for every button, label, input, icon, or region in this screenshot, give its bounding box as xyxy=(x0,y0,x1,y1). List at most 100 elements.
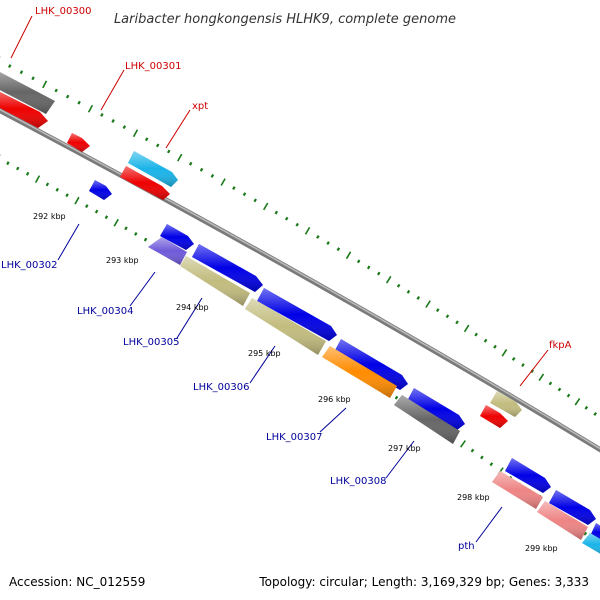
major-tick xyxy=(574,397,581,406)
gene-shading xyxy=(160,224,194,250)
minor-tick xyxy=(55,187,59,192)
gene-label-fkpa[interactable]: fkpA xyxy=(549,340,572,351)
major-tick xyxy=(463,324,470,333)
minor-tick xyxy=(284,216,289,221)
gene-shading xyxy=(245,298,326,355)
major-tick xyxy=(385,275,392,284)
gene-label-lhk-00300[interactable]: LHK_00300 xyxy=(35,6,91,17)
minor-tick xyxy=(210,173,215,178)
gene-shading xyxy=(537,501,588,540)
gene-label-lhk-00304[interactable]: LHK_00304 xyxy=(77,306,133,317)
gene-shading xyxy=(492,471,543,509)
minor-tick xyxy=(480,455,484,460)
minor-tick xyxy=(455,320,459,325)
minor-tick xyxy=(583,531,588,536)
minor-tick xyxy=(134,232,138,236)
minor-tick xyxy=(474,332,478,337)
minor-tick xyxy=(396,283,401,288)
position-label: 292 kbp xyxy=(33,212,66,221)
accession-text: Accession: NC_012559 xyxy=(9,575,145,589)
minor-tick xyxy=(376,271,381,276)
major-tick xyxy=(220,178,226,186)
minor-tick xyxy=(65,193,69,198)
minor-tick xyxy=(394,395,399,400)
major-tick xyxy=(87,104,94,113)
gene-shading xyxy=(67,133,90,152)
position-label: 298 kbp xyxy=(457,493,490,502)
minor-tick xyxy=(584,405,589,410)
major-tick xyxy=(425,300,431,308)
major-tick xyxy=(74,196,80,205)
minor-tick xyxy=(511,356,516,361)
reverse-strand-genes xyxy=(89,180,600,554)
gene-shading xyxy=(192,244,263,292)
minor-tick xyxy=(143,237,148,242)
gene-shading xyxy=(505,458,551,493)
minor-tick xyxy=(65,94,70,99)
gene-shading xyxy=(89,180,112,200)
minor-tick xyxy=(336,247,341,252)
major-tick xyxy=(538,373,545,382)
minor-tick xyxy=(489,462,494,467)
gene-label-lhk-00306[interactable]: LHK_00306 xyxy=(193,382,249,393)
gene-label-pth[interactable]: pth xyxy=(458,541,475,552)
topology-summary: Topology: circular; Length: 3,169,329 bp… xyxy=(258,575,589,589)
minor-tick xyxy=(8,64,12,69)
minor-tick xyxy=(155,143,160,148)
position-label: 296 kbp xyxy=(318,395,351,404)
gene-shading xyxy=(0,72,55,114)
position-label: 295 kbp xyxy=(248,349,281,358)
minor-tick xyxy=(356,259,361,264)
gene-label-lhk-00308[interactable]: LHK_00308 xyxy=(330,476,386,487)
minor-tick xyxy=(274,210,279,215)
forward-strand-genes xyxy=(0,72,522,428)
gene-shading xyxy=(480,405,508,428)
gene-shading xyxy=(257,288,337,341)
gene-shading xyxy=(334,339,408,390)
gene-shading xyxy=(549,490,596,525)
minor-tick xyxy=(167,149,171,154)
major-tick xyxy=(304,226,311,235)
major-tick xyxy=(263,202,269,211)
gene-shading xyxy=(128,151,178,187)
minor-tick xyxy=(104,215,109,220)
position-label: 297 kbp xyxy=(388,444,421,453)
gene-shading xyxy=(0,92,48,128)
minor-tick xyxy=(242,192,247,197)
position-label-layer: 292 kbp 293 kbp 294 kbp 295 kbp 296 kbp … xyxy=(33,212,558,553)
gene-label-lhk-00305[interactable]: LHK_00305 xyxy=(123,337,179,348)
minor-tick xyxy=(144,137,149,142)
gene-label-lhk-00302[interactable]: LHK_00302 xyxy=(1,260,57,271)
gene-label-xpt[interactable]: xpt xyxy=(192,101,208,112)
minor-tick xyxy=(295,222,299,227)
minor-tick xyxy=(557,387,562,392)
gene-label-layer: LHK_00300 LHK_00301 xpt fkpA LHK_00302 L… xyxy=(1,6,572,552)
minor-tick xyxy=(100,112,104,117)
genome-backbone-highlight xyxy=(0,108,600,450)
minor-tick xyxy=(416,296,421,300)
gene-shading xyxy=(120,166,170,200)
major-tick xyxy=(34,175,41,183)
gene-shading xyxy=(582,533,600,554)
gene-label-lhk-00307[interactable]: LHK_00307 xyxy=(266,432,322,443)
minor-tick xyxy=(253,198,257,203)
major-tick xyxy=(42,80,48,89)
minor-tick xyxy=(31,76,35,81)
position-label: 294 kbp xyxy=(176,303,209,312)
gene-shading xyxy=(490,391,522,417)
minor-tick xyxy=(326,241,330,245)
outer-tick-row xyxy=(0,56,598,416)
gene-label-lhk-00301[interactable]: LHK_00301 xyxy=(125,61,181,72)
minor-tick xyxy=(85,204,89,209)
position-label: 299 kbp xyxy=(525,544,558,553)
minor-tick xyxy=(19,70,24,75)
minor-tick xyxy=(77,100,81,105)
map-title: Laribacter hongkongensis HLHK9, complete… xyxy=(114,12,456,27)
major-tick xyxy=(132,129,139,138)
major-tick xyxy=(460,440,466,448)
minor-tick xyxy=(16,166,20,171)
major-tick xyxy=(345,251,352,260)
minor-tick xyxy=(94,209,99,214)
genome-backbone xyxy=(0,107,600,453)
